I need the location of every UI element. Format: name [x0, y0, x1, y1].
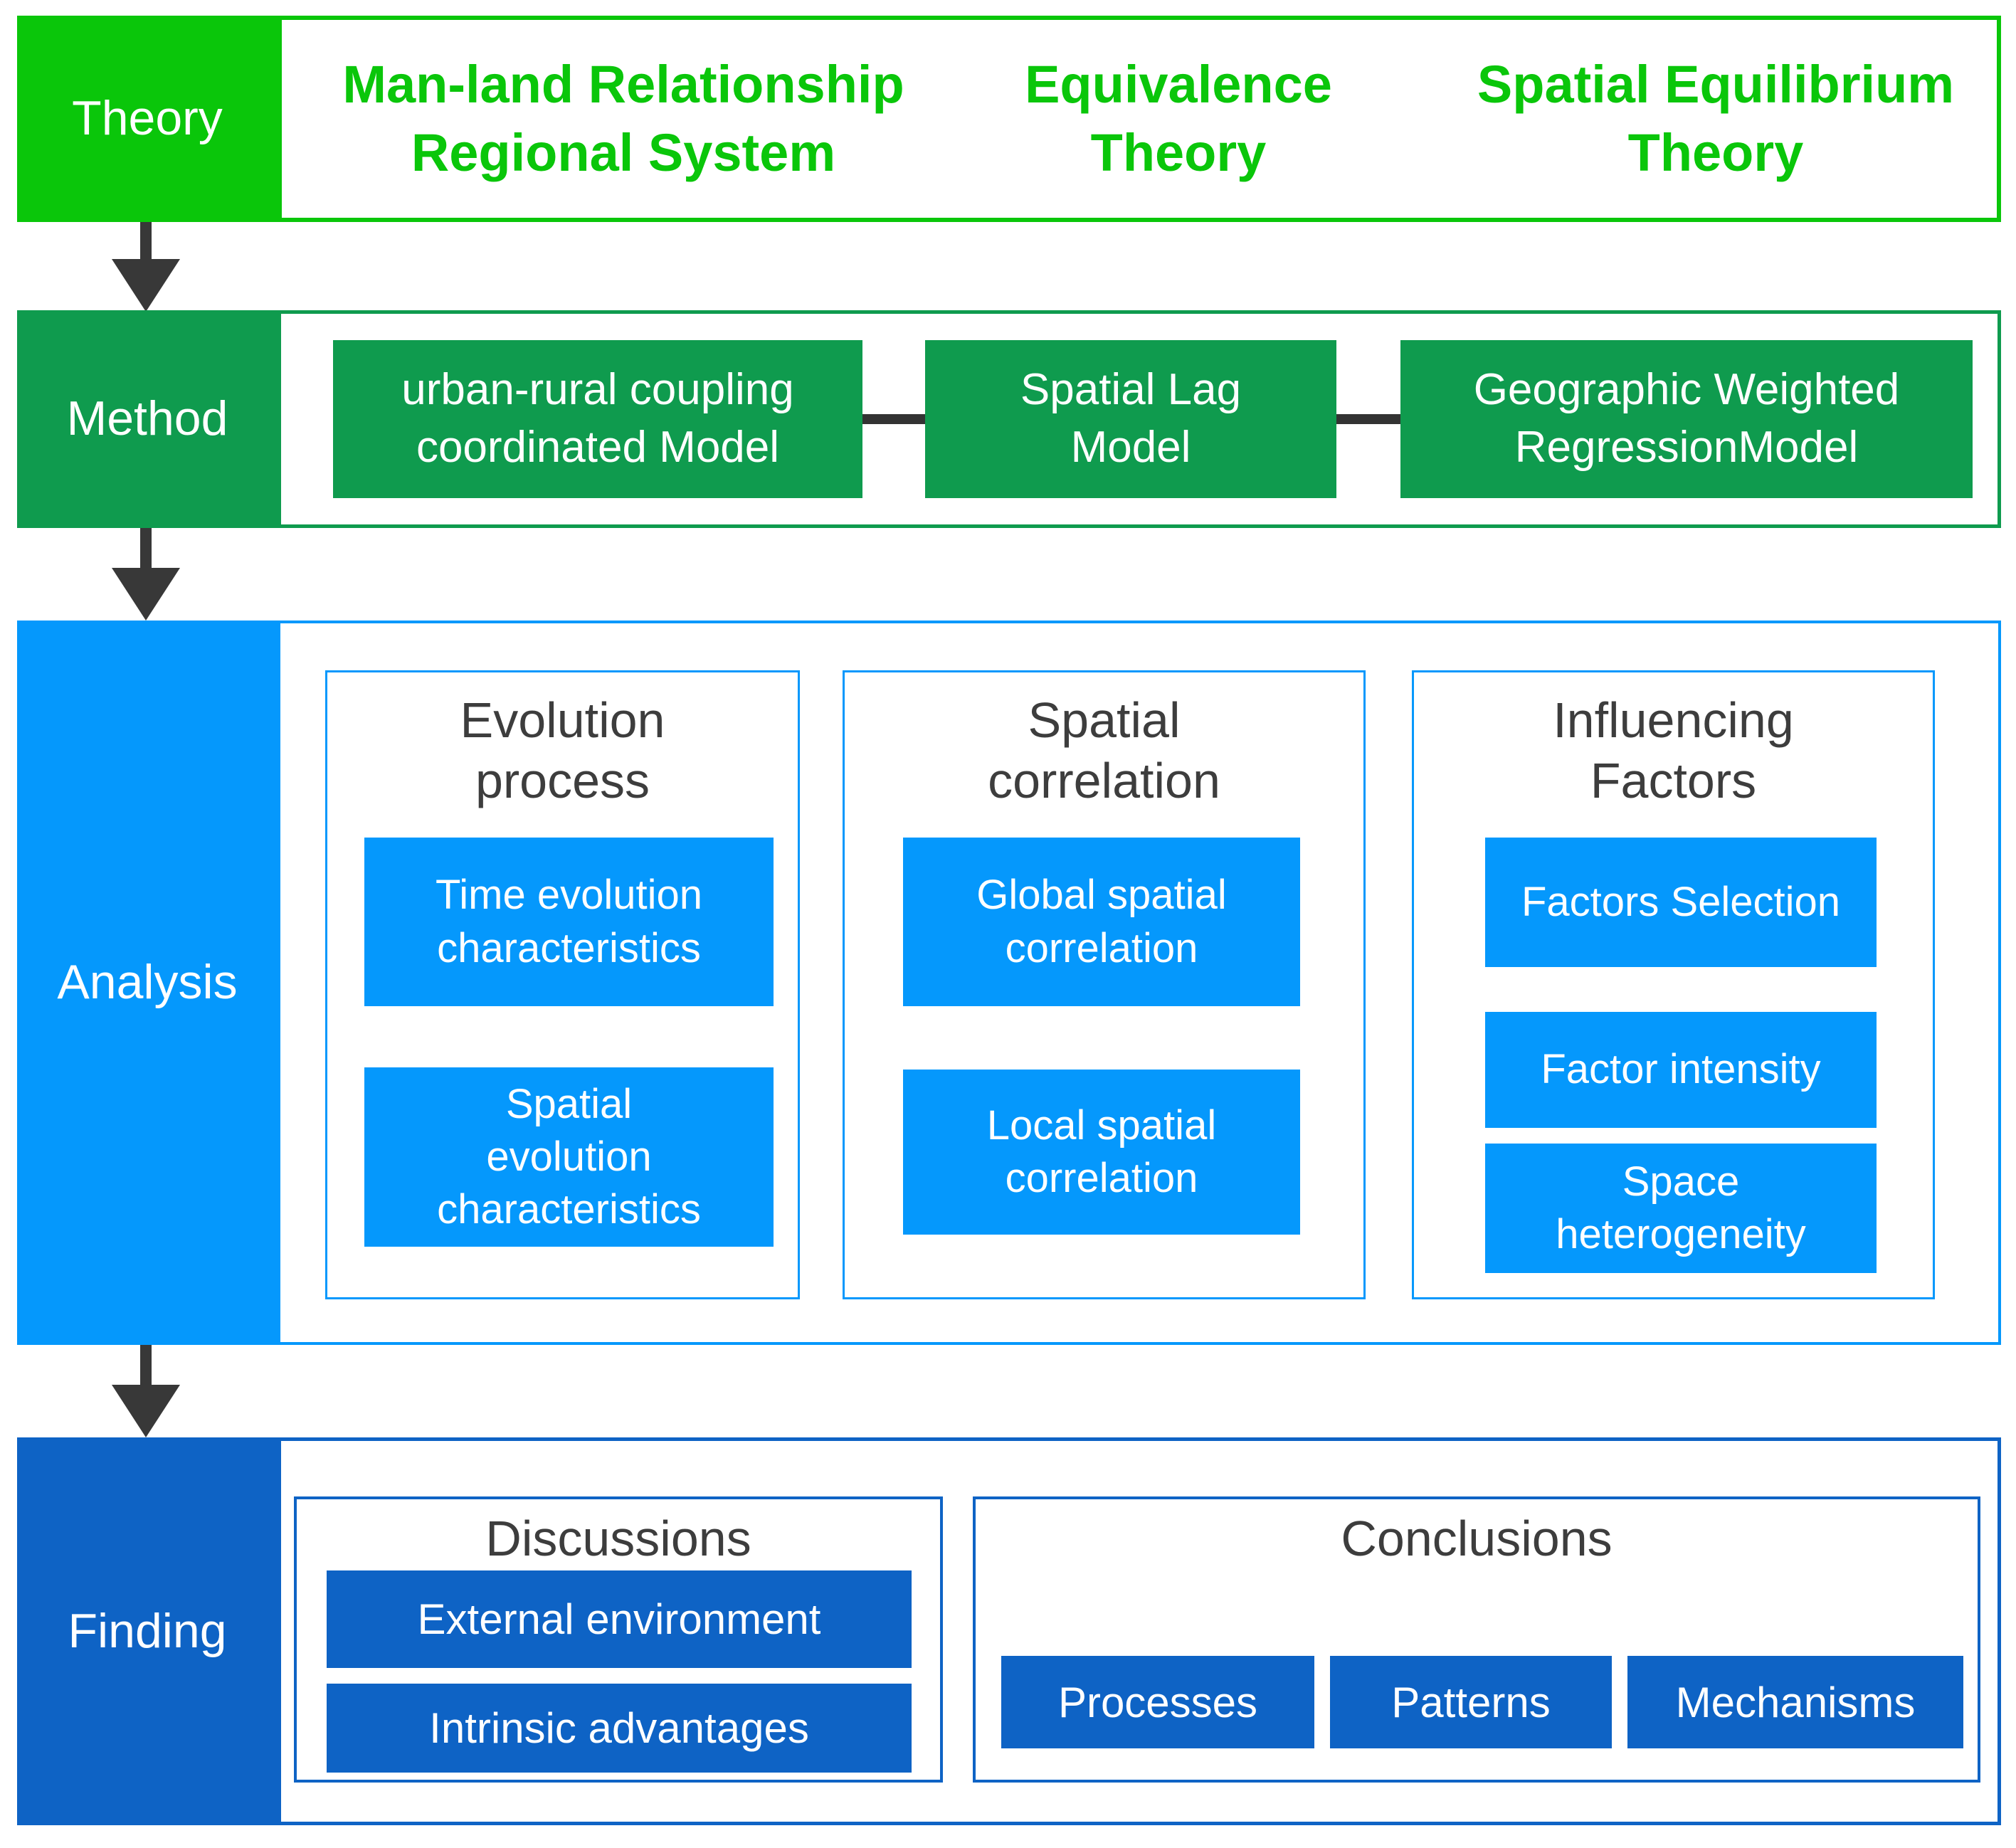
analysis-column-spatial-correlation: Spatial correlation Global spatial corre…: [843, 670, 1366, 1299]
theory-container: Man-land Relationship Regional System Eq…: [278, 16, 2001, 222]
method-box-gwr-model: Geographic Weighted RegressionModel: [1400, 340, 1973, 498]
finding-panel-conclusions: Conclusions Processes Patterns Mechanism…: [973, 1496, 1980, 1783]
analysis-row-label: Analysis: [17, 621, 278, 1345]
analysis-item-space-heterogeneity: Space heterogeneity: [1485, 1144, 1877, 1273]
analysis-item-time-evolution: Time evolution characteristics: [364, 838, 774, 1006]
finding-item-mechanisms: Mechanisms: [1627, 1656, 1963, 1748]
finding-item-external-environment: External environment: [327, 1570, 912, 1668]
finding-panel-title: Conclusions: [1341, 1511, 1613, 1566]
method-connector-line: [862, 414, 929, 424]
analysis-column-evolution-process: Evolution process Time evolution charact…: [325, 670, 800, 1299]
down-arrow-icon: [112, 259, 180, 312]
finding-panel-discussions: Discussions External environment Intrins…: [294, 1496, 943, 1783]
theory-row-label-text: Theory: [72, 91, 223, 146]
down-arrow-icon: [112, 568, 180, 621]
analysis-column-title: Spatial correlation: [988, 692, 1220, 808]
analysis-column-influencing-factors: Influencing Factors Factors Selection Fa…: [1412, 670, 1935, 1299]
finding-item-patterns: Patterns: [1330, 1656, 1612, 1748]
analysis-item-local-spatial: Local spatial correlation: [903, 1070, 1300, 1235]
finding-item-processes: Processes: [1001, 1656, 1314, 1748]
finding-row-label: Finding: [17, 1437, 278, 1825]
analysis-row-label-text: Analysis: [57, 955, 238, 1010]
method-box-coupling-model: urban-rural coupling coordinated Model: [333, 340, 862, 498]
method-connector-line: [1336, 414, 1400, 424]
analysis-column-title: Influencing Factors: [1553, 692, 1794, 808]
finding-row-label-text: Finding: [68, 1603, 227, 1658]
theory-item-man-land: Man-land Relationship Regional System: [342, 54, 904, 182]
arrow-stem: [140, 528, 152, 569]
analysis-item-factor-intensity: Factor intensity: [1485, 1012, 1877, 1128]
theory-item-spatial-equilibrium: Spatial Equilibrium Theory: [1477, 54, 1955, 182]
down-arrow-icon: [112, 1385, 180, 1437]
analysis-item-global-spatial: Global spatial correlation: [903, 838, 1300, 1006]
theory-row-label: Theory: [17, 16, 278, 222]
method-container: urban-rural coupling coordinated Model S…: [278, 310, 2001, 528]
analysis-item-factors-selection: Factors Selection: [1485, 838, 1877, 967]
arrow-stem: [140, 222, 152, 262]
finding-container: Discussions External environment Intrins…: [278, 1437, 2001, 1825]
theory-item-equivalence: Equivalence Theory: [1025, 54, 1332, 182]
method-row-label: Method: [17, 310, 278, 528]
finding-panel-title: Discussions: [485, 1511, 751, 1566]
analysis-column-title: Evolution process: [460, 692, 665, 808]
method-box-spatial-lag-model: Spatial Lag Model: [925, 340, 1336, 498]
method-row-label-text: Method: [66, 391, 228, 446]
analysis-container: Evolution process Time evolution charact…: [278, 621, 2001, 1345]
analysis-item-spatial-evolution: Spatial evolution characteristics: [364, 1067, 774, 1247]
finding-item-intrinsic-advantages: Intrinsic advantages: [327, 1684, 912, 1773]
arrow-stem: [140, 1345, 152, 1386]
